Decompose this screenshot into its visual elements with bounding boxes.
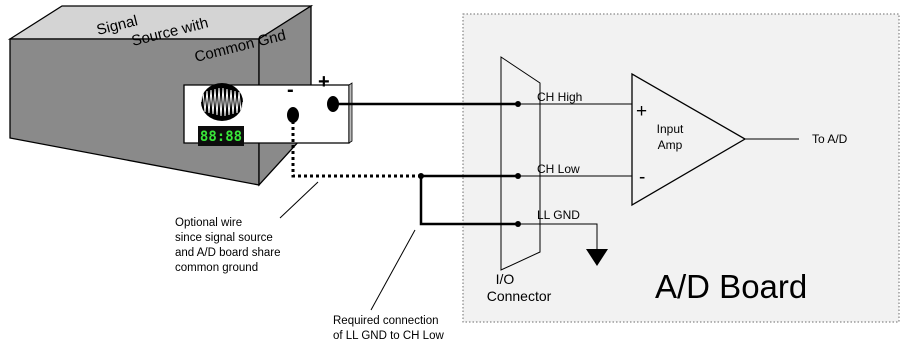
connector-label-line2: Connector (487, 288, 552, 304)
sine-wave-icon (201, 83, 243, 121)
ll-gnd-to-ch-low-jumper (419, 176, 518, 226)
pin-label-ll-gnd: LL GND (537, 208, 580, 222)
amp-output-label: To A/D (812, 132, 848, 146)
source-plus-symbol: + (318, 71, 330, 93)
required-connection-note-line1: Required connection (333, 315, 439, 327)
required-connection-note-line2: of LL GND to CH Low (333, 330, 444, 342)
digital-display (198, 126, 244, 146)
pin-label-ch-high: CH High (537, 90, 582, 104)
optional-wire-note-line3: and A/D board share (175, 247, 281, 259)
digital-display-text: 88:88 (200, 129, 242, 145)
required-connection-pointer (370, 229, 416, 311)
wire-junction (418, 173, 424, 179)
amp-plus-symbol: + (636, 101, 647, 122)
amp-label-line2: Amp (658, 138, 683, 152)
amp-minus-symbol: - (639, 167, 645, 188)
amp-label-line1: Input (657, 122, 684, 136)
ll-gnd-trace (518, 223, 598, 249)
connector-label-line1: I/O (496, 271, 515, 287)
ad-board-label: A/D Board (655, 268, 807, 305)
ground-symbol-icon (586, 249, 608, 266)
source-minus-symbol: - (287, 79, 294, 101)
optional-wire-note-line1: Optional wire (175, 217, 242, 229)
pin-label-ch-low: CH Low (537, 162, 580, 176)
optional-wire-note-line2: since signal source (175, 232, 273, 244)
input-amp (631, 72, 747, 207)
optional-ground-wire (291, 115, 421, 178)
optional-wire-note-line4: common ground (175, 262, 258, 274)
optional-wire-pointer (279, 181, 319, 219)
io-connector (500, 56, 541, 271)
